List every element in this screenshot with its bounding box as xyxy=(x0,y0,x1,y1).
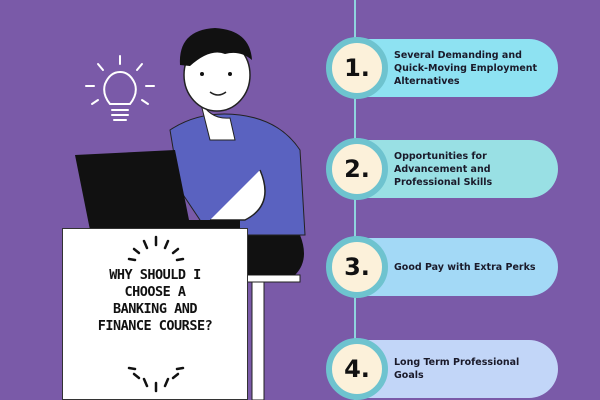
reason-item-2: 2. Opportunities for Advancement and Pro… xyxy=(326,138,558,200)
reason-text: Good Pay with Extra Perks xyxy=(394,261,536,273)
question-line: WHY SHOULD I xyxy=(109,267,201,283)
reason-text: Long Term Professional Goals xyxy=(394,357,520,381)
reason-text: Several Demanding and Quick-Moving Emplo… xyxy=(394,49,538,87)
number-badge: 4. xyxy=(326,338,388,400)
burst-bottom-icon xyxy=(127,366,185,393)
question-board: WHY SHOULD I CHOOSE A BANKING AND FINANC… xyxy=(62,228,248,400)
timeline-line xyxy=(354,0,356,400)
reason-item-4: 4. Long Term Professional Goals xyxy=(326,338,558,400)
question-line: BANKING AND xyxy=(113,301,197,317)
question-title: WHY SHOULD I CHOOSE A BANKING AND FINANC… xyxy=(63,267,247,335)
number-badge: 1. xyxy=(326,37,388,99)
number-badge: 2. xyxy=(326,138,388,200)
reason-text: Opportunities for Advancement and Profes… xyxy=(394,150,493,188)
number-badge: 3. xyxy=(326,236,388,298)
person-at-laptop-illustration xyxy=(75,28,306,400)
reason-item-1: 1. Several Demanding and Quick-Moving Em… xyxy=(326,37,558,99)
lightbulb-icon xyxy=(85,55,155,121)
burst-top-icon xyxy=(127,235,185,262)
question-line: FINANCE COURSE? xyxy=(97,318,213,334)
question-line: CHOOSE A xyxy=(124,284,186,300)
reason-item-3: 3. Good Pay with Extra Perks xyxy=(326,236,558,298)
